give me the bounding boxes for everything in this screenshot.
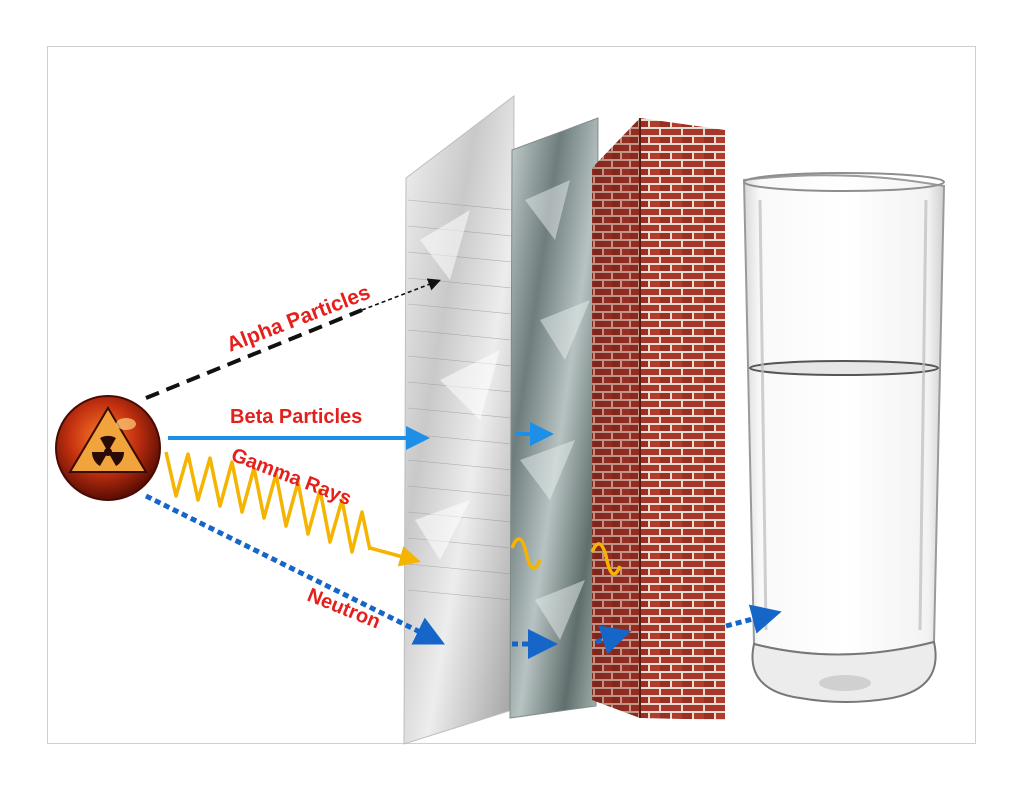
alpha-ray xyxy=(145,278,441,400)
gamma-ray xyxy=(164,451,622,576)
beta-ray xyxy=(168,422,554,450)
brick-wall-barrier xyxy=(592,118,725,720)
radiation-source-icon xyxy=(55,395,161,501)
water-glass-barrier xyxy=(742,172,946,703)
neutron-ray xyxy=(144,493,782,659)
neutron-label: Neutron xyxy=(304,584,383,633)
paper-barrier xyxy=(403,94,515,745)
beta-label: Beta Particles xyxy=(230,406,362,428)
aluminum-barrier xyxy=(509,117,599,719)
alpha-label: Alpha Particles xyxy=(224,281,374,357)
